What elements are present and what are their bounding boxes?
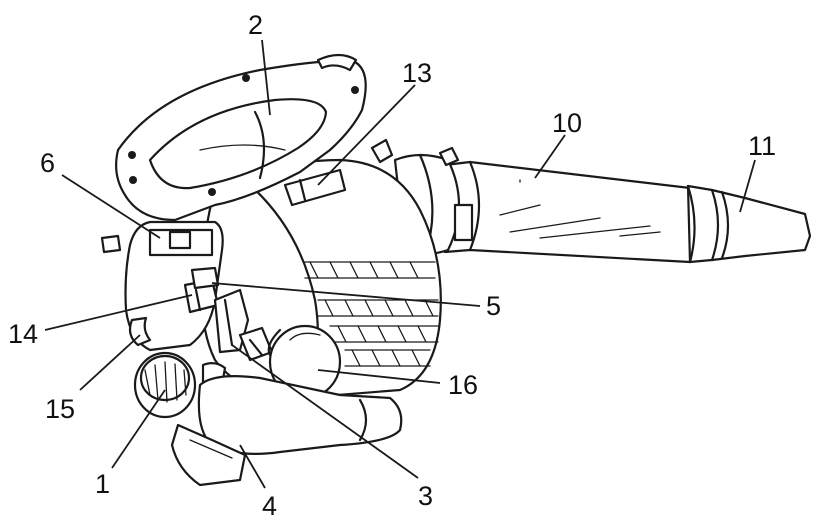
callout-10: 10 bbox=[552, 108, 582, 138]
leader-lines bbox=[44, 39, 756, 489]
callout-11: 11 bbox=[748, 131, 776, 161]
callout-13: 13 bbox=[402, 58, 432, 88]
callout-labels: 2 13 10 11 6 5 14 15 16 1 4 3 bbox=[8, 10, 776, 521]
callout-3: 3 bbox=[418, 481, 433, 511]
callout-14: 14 bbox=[8, 319, 38, 349]
nozzle bbox=[686, 184, 812, 264]
air-cleaner-cover bbox=[100, 220, 224, 352]
callout-15: 15 bbox=[45, 394, 75, 424]
callout-5: 5 bbox=[486, 291, 501, 321]
stop-switch bbox=[283, 168, 347, 207]
side-ring bbox=[128, 316, 152, 347]
starter-knob bbox=[133, 351, 227, 419]
blower-pipe bbox=[443, 160, 707, 264]
callout-6: 6 bbox=[40, 148, 55, 178]
callout-1: 1 bbox=[95, 469, 110, 499]
muffler bbox=[267, 324, 342, 400]
callout-4: 4 bbox=[262, 491, 277, 521]
callout-2: 2 bbox=[248, 10, 263, 40]
handle bbox=[115, 53, 367, 222]
fuel-tank bbox=[170, 375, 403, 487]
callout-16: 16 bbox=[448, 370, 478, 400]
